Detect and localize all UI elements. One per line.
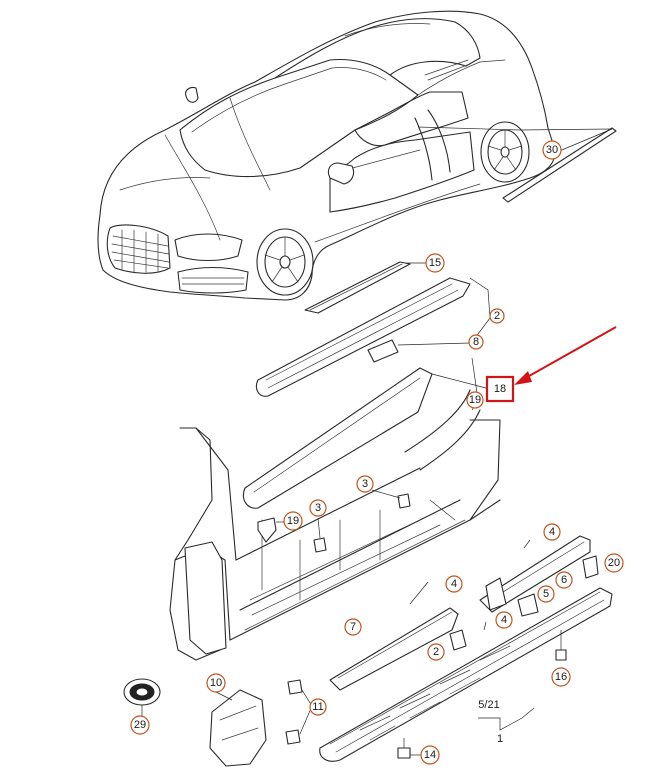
svg-text:11: 11 bbox=[312, 701, 323, 713]
svg-text:3: 3 bbox=[315, 502, 321, 514]
callout-8: 8 bbox=[468, 334, 484, 350]
svg-text:30: 30 bbox=[546, 144, 558, 156]
svg-text:4: 4 bbox=[451, 578, 457, 590]
callout-30: 30 bbox=[542, 140, 562, 160]
callout-20: 20 bbox=[604, 553, 624, 573]
svg-text:7: 7 bbox=[350, 621, 356, 633]
callout-14: 14 bbox=[420, 745, 440, 765]
car-illustration bbox=[97, 10, 556, 301]
svg-text:19: 19 bbox=[469, 394, 481, 406]
callout-11: 11 bbox=[309, 698, 327, 716]
callout-4-lower: 4 bbox=[495, 611, 513, 629]
callout-5-21: 5/21 bbox=[478, 699, 499, 711]
callout-3-right: 3 bbox=[356, 475, 374, 493]
svg-text:19: 19 bbox=[287, 515, 299, 527]
svg-text:2: 2 bbox=[494, 310, 500, 322]
callout-5: 5 bbox=[537, 585, 555, 603]
svg-text:5/21: 5/21 bbox=[478, 699, 499, 711]
svg-text:18: 18 bbox=[494, 383, 506, 395]
callout-19-upper: 19 bbox=[466, 391, 484, 409]
callout-3-left: 3 bbox=[309, 499, 327, 517]
svg-text:16: 16 bbox=[555, 671, 567, 683]
callout-29: 29 bbox=[130, 715, 150, 735]
svg-text:1: 1 bbox=[497, 733, 503, 745]
part-15-strip bbox=[304, 261, 428, 314]
part-30-trim bbox=[417, 126, 617, 203]
svg-text:5: 5 bbox=[543, 588, 549, 600]
callout-19-lower: 19 bbox=[283, 511, 303, 531]
callout-15: 15 bbox=[425, 253, 445, 273]
svg-text:14: 14 bbox=[424, 749, 436, 761]
svg-text:2: 2 bbox=[433, 646, 439, 658]
callout-4-top: 4 bbox=[543, 523, 561, 541]
svg-text:3: 3 bbox=[362, 478, 368, 490]
callout-18-highlighted: 18 bbox=[485, 375, 515, 403]
svg-text:8: 8 bbox=[473, 336, 479, 348]
callout-1: 1 bbox=[497, 733, 503, 745]
callout-6: 6 bbox=[555, 571, 573, 589]
callout-2: 2 bbox=[489, 308, 505, 324]
body-structure bbox=[169, 389, 501, 661]
part-29-tape-roll bbox=[123, 678, 161, 716]
part-1-sill-assembly bbox=[319, 535, 613, 762]
callout-16: 16 bbox=[551, 667, 571, 687]
svg-text:10: 10 bbox=[210, 677, 222, 689]
svg-text:29: 29 bbox=[134, 719, 146, 731]
svg-text:20: 20 bbox=[608, 557, 620, 569]
svg-text:15: 15 bbox=[429, 257, 441, 269]
callout-2-lower: 2 bbox=[427, 643, 445, 661]
callout-4-middle: 4 bbox=[445, 575, 463, 593]
part-10-bracket bbox=[209, 679, 313, 767]
svg-text:4: 4 bbox=[549, 526, 555, 538]
callout-7: 7 bbox=[344, 618, 362, 636]
svg-text:4: 4 bbox=[501, 614, 507, 626]
part-2-sill-cover bbox=[255, 277, 493, 397]
callout-10: 10 bbox=[206, 673, 226, 693]
red-arrow-icon bbox=[514, 326, 617, 385]
svg-text:6: 6 bbox=[561, 574, 567, 586]
